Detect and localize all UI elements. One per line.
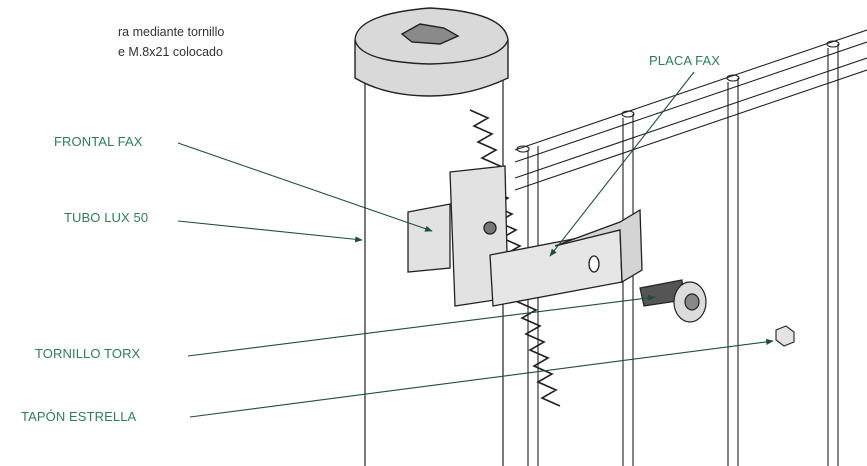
star-cap-part <box>775 325 795 347</box>
placa-fax-part <box>489 208 643 307</box>
leader-lines <box>177 71 774 418</box>
label-tapon-estrella: TAPÓN ESTRELLA <box>21 409 137 424</box>
torx-screw <box>639 279 707 323</box>
label-tornillo-torx: TORNILLO TORX <box>35 346 141 361</box>
label-frontal-fax: FRONTAL FAX <box>54 134 143 149</box>
fence-panel <box>514 29 867 466</box>
label-placa-fax: PLACA FAX <box>649 53 720 68</box>
post-cap <box>354 7 509 97</box>
frontal-fax-part <box>407 165 509 307</box>
label-tubo-lux: TUBO LUX 50 <box>64 210 149 225</box>
